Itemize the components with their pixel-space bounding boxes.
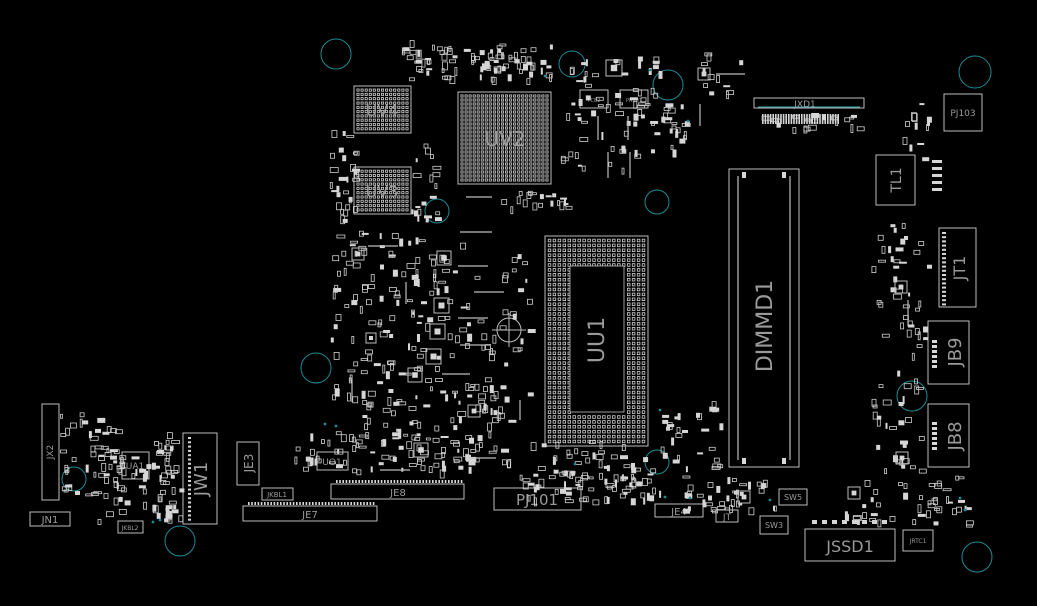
label-sw3: SW3 bbox=[765, 521, 783, 530]
connector-pj101: PJ101 bbox=[493, 487, 582, 511]
label-dimmd1: DIMMD1 bbox=[753, 280, 778, 372]
connector-jkbl1: JKBL1 bbox=[261, 487, 294, 501]
label-uv3: UV3 bbox=[366, 182, 399, 201]
switch-sw3: SW3 bbox=[759, 515, 789, 535]
connector-jt1: JT1 bbox=[938, 227, 977, 308]
mounting-hole bbox=[300, 352, 332, 384]
connector-jxd1: JXD1 bbox=[753, 97, 865, 124]
label-je8: JE8 bbox=[389, 488, 406, 499]
chip-uv3: UV3 bbox=[353, 166, 412, 215]
copper-traces bbox=[351, 73, 909, 471]
label-jkbl1: JKBL1 bbox=[266, 491, 287, 499]
mounting-hole bbox=[896, 380, 928, 412]
mounting-hole bbox=[61, 466, 87, 492]
connector-jt: JT bbox=[715, 509, 739, 523]
chip-uv4: UV4 bbox=[353, 85, 412, 134]
mounting-holes bbox=[61, 38, 993, 573]
label-je3: JE3 bbox=[242, 454, 256, 474]
switch-sw5: SW5 bbox=[778, 488, 808, 506]
smd-components bbox=[60, 40, 974, 528]
transformer-tl1: TL1 bbox=[875, 154, 942, 206]
label-uu1: UU1 bbox=[585, 317, 610, 363]
label-jssd1: JSSD1 bbox=[825, 537, 874, 556]
connector-pj103: PJ103 bbox=[943, 93, 983, 132]
mounting-hole bbox=[961, 541, 993, 573]
label-je7: JE7 bbox=[301, 510, 318, 521]
mounting-hole bbox=[958, 55, 992, 89]
label-jt1: JT1 bbox=[950, 256, 969, 282]
label-uv4: UV4 bbox=[366, 101, 399, 120]
fiducial-crosshair bbox=[492, 313, 526, 347]
label-jrtc1: JRTC1 bbox=[909, 538, 927, 545]
label-pcb2: PCB2 bbox=[587, 98, 600, 104]
label-jw1: JW1 bbox=[191, 462, 212, 498]
label-jkbl2: JKBL2 bbox=[121, 525, 139, 532]
label-jxd1: JXD1 bbox=[793, 100, 815, 110]
label-pj103: PJ103 bbox=[950, 109, 975, 119]
connector-jx2: JX2 bbox=[41, 403, 60, 501]
connector-jkbl2: JKBL2 bbox=[117, 520, 144, 534]
label-jn1: JN1 bbox=[41, 515, 59, 526]
label-pj101: PJ101 bbox=[516, 491, 558, 509]
connector-jn1: JN1 bbox=[29, 511, 71, 527]
dimm-slot-dimmd1: DIMMD1 bbox=[728, 168, 800, 468]
chip-uu1: UU1 bbox=[544, 235, 649, 447]
chip-pcb2: PCB2 bbox=[579, 89, 609, 109]
connector-jrtc1: JRTC1 bbox=[902, 529, 934, 552]
connector-je4: JE4 bbox=[654, 503, 704, 518]
label-jb8: JB8 bbox=[945, 421, 966, 451]
connector-jb9: JB9 bbox=[927, 320, 970, 385]
connector-je7: JE7 bbox=[242, 502, 378, 522]
label-jb9: JB9 bbox=[945, 337, 966, 367]
connector-jssd1: JSSD1 bbox=[804, 520, 896, 562]
mounting-hole bbox=[424, 198, 450, 224]
mounting-hole bbox=[164, 525, 196, 557]
label-uo1: UO1 bbox=[322, 458, 341, 468]
label-uv2: UV2 bbox=[484, 127, 525, 151]
label-jt: JT bbox=[722, 513, 732, 523]
label-sw5: SW5 bbox=[784, 493, 802, 502]
chip-uv2: UV2 bbox=[457, 91, 552, 185]
label-tl1: TL1 bbox=[889, 167, 905, 193]
label-jx2: JX2 bbox=[46, 445, 56, 461]
mounting-hole bbox=[644, 189, 670, 215]
label-je4: JE4 bbox=[670, 507, 687, 518]
mounting-hole bbox=[320, 38, 352, 70]
connector-je8: JE8 bbox=[330, 480, 465, 500]
connector-je3: JE3 bbox=[236, 441, 260, 486]
mounting-hole bbox=[652, 69, 684, 101]
connector-jw1: JW1 bbox=[182, 432, 218, 525]
label-ua1: UA1 bbox=[126, 462, 144, 472]
connector-jb8: JB8 bbox=[927, 403, 970, 468]
